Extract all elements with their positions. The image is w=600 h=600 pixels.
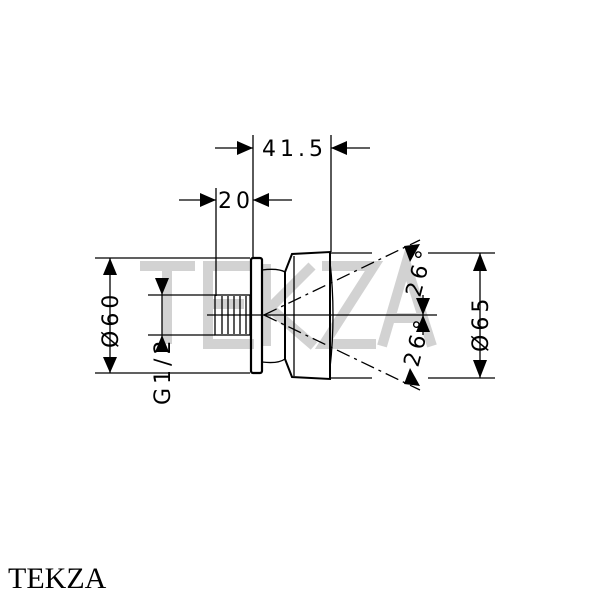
dim-41-5: 41.5 [262,137,327,162]
dimension-arrows [103,141,487,386]
watermark-letter-z [314,261,384,349]
brand-logo-text: TEKZA [8,562,107,595]
product-outline [214,239,421,391]
extension-lines [95,135,495,379]
watermark-letter-t [140,261,195,344]
watermark-letter-k [261,262,318,350]
wall-plate [249,256,264,375]
dim-g1-2: G1/2 [151,337,176,405]
head [284,250,331,381]
dim-diameter-65: Ø65 [469,295,494,352]
dim-20: 20 [218,189,254,214]
dim-diameter-60: Ø60 [99,291,124,348]
spray-cone [263,239,421,391]
watermark-letter-e [203,261,254,349]
